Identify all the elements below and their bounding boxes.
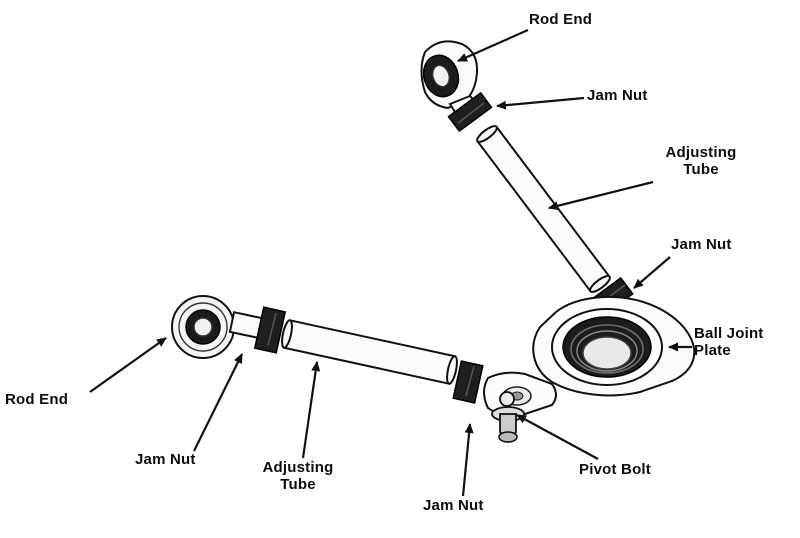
lower-arm-adjusting-tube	[281, 319, 458, 385]
lower-arm-rod-end	[171, 295, 264, 359]
label-ball-joint-plate: Ball Joint Plate	[694, 325, 764, 360]
leader-arrows	[89, 28, 692, 497]
label-pivot-bolt: Pivot Bolt	[579, 461, 651, 478]
lower-arm-jam-nut-right	[452, 360, 484, 404]
pivot-bolt-drawing	[491, 391, 525, 443]
label-jam-nut-bottom: Jam Nut	[423, 497, 484, 514]
label-jam-nut-right: Jam Nut	[671, 236, 732, 253]
upper-arm-jam-nut	[447, 91, 493, 133]
arrow-to-jam-nut-lower-left	[193, 353, 243, 452]
label-rod-end-left: Rod End	[5, 391, 69, 408]
label-jam-nut-upper: Jam Nut	[587, 87, 648, 104]
label-adjusting-tube-lower: Adjusting Tube	[262, 459, 334, 494]
lower-arm-jam-nut-left	[253, 306, 287, 354]
ball-joint-plate-drawing	[483, 296, 696, 417]
arrow-to-jam-nut-right	[633, 256, 671, 289]
arrow-to-rod-end-left	[89, 337, 167, 393]
arrow-to-pivot-bolt	[516, 414, 599, 460]
arrow-to-adjusting-tube-lower	[301, 361, 321, 459]
arrow-to-jam-nut-bottom	[461, 423, 474, 497]
label-rod-end-top: Rod End	[529, 11, 593, 28]
arrow-to-jam-nut-upper	[496, 96, 585, 110]
arrow-to-adjusting-tube-upper	[548, 180, 654, 211]
arrow-to-rod-end-top	[457, 28, 529, 63]
label-adjusting-tube-upper: Adjusting Tube	[665, 144, 737, 179]
upper-arm-adjusting-tube	[475, 125, 612, 293]
label-jam-nut-lower-left: Jam Nut	[135, 451, 196, 468]
